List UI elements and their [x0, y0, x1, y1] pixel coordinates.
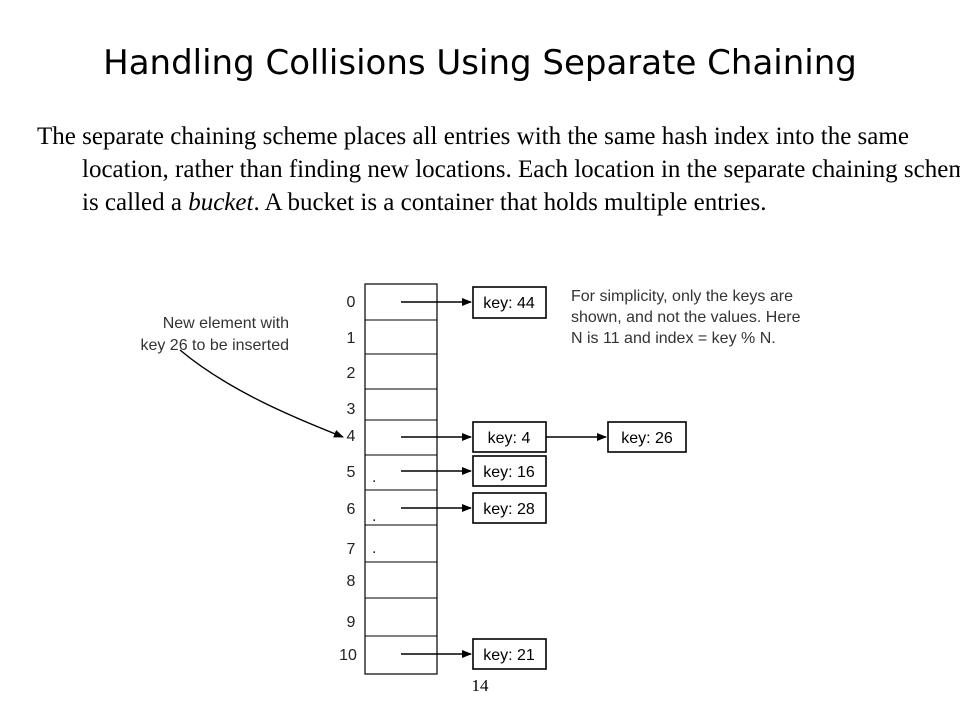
ellipsis-dot: .	[372, 508, 376, 525]
node-box-key-4	[472, 421, 547, 453]
simplicity-note-line-2: shown, and not the values. Here	[571, 309, 801, 326]
node-key-21: key: 21	[483, 647, 535, 664]
bucket-index-4: 4	[347, 428, 356, 445]
node-box-key-28	[472, 492, 547, 524]
ellipsis-dot: .	[372, 540, 376, 557]
bucket-array	[364, 283, 438, 675]
bucket-index-6: 6	[347, 501, 356, 518]
new-element-note-line-1: New element with	[163, 315, 289, 332]
page-number: 14	[471, 676, 489, 695]
node-key-28: key: 28	[483, 501, 535, 518]
bucket-index-0: 0	[347, 294, 356, 311]
node-box-key-26	[607, 421, 687, 453]
node-box-key-44	[472, 286, 547, 319]
bucket-index-1: 1	[347, 330, 356, 347]
new-element-note-line-2: key 26 to be inserted	[140, 337, 289, 354]
description-paragraph: The separate chaining scheme places all …	[37, 120, 960, 219]
simplicity-note-line-1: For simplicity, only the keys are	[571, 288, 793, 305]
node-key-44: key: 44	[483, 295, 535, 312]
bucket-index-9: 9	[347, 614, 356, 631]
bucket-index-10: 10	[339, 647, 357, 664]
node-key-16: key: 16	[483, 464, 535, 481]
slide-title: Handling Collisions Using Separate Chain…	[103, 43, 857, 83]
bucket-index-3: 3	[347, 401, 356, 418]
node-box-key-21	[472, 638, 547, 670]
description-part-1: The separate chaining scheme places all …	[37, 123, 960, 216]
ellipsis-dot: .	[372, 469, 376, 486]
description-part-2: . A bucket is a container that holds mul…	[253, 189, 767, 216]
node-key-4: key: 4	[488, 430, 531, 447]
node-box-key-16	[472, 455, 547, 487]
bucket-dividers	[365, 319, 437, 637]
bucket-term: bucket	[188, 189, 254, 216]
bucket-index-5: 5	[347, 464, 356, 481]
bucket-index-7: 7	[347, 541, 356, 558]
arrow-new-element	[179, 349, 344, 438]
simplicity-note-line-3: N is 11 and index = key % N.	[571, 330, 776, 347]
bucket-index-8: 8	[347, 573, 356, 590]
node-key-26: key: 26	[621, 430, 673, 447]
bucket-index-2: 2	[347, 365, 356, 382]
